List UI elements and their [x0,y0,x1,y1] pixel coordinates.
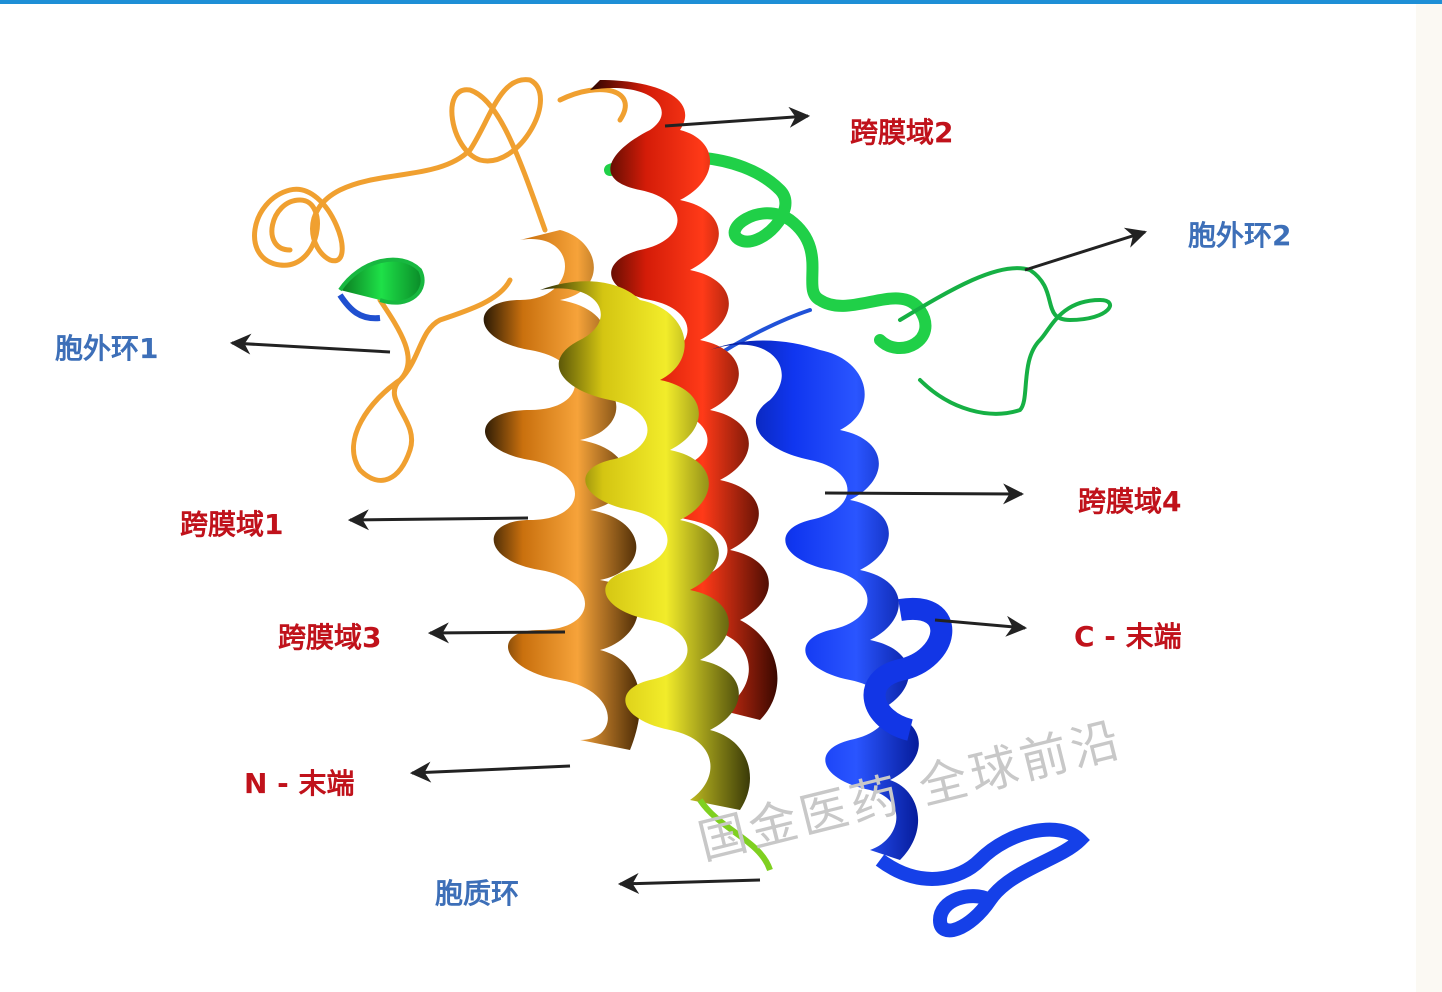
label-ecl2: 胞外环2 [1188,214,1291,254]
arrow-tm1 [350,518,528,520]
arrow-ecl2 [1025,232,1145,270]
label-nterm: N - 末端 [244,762,355,802]
arrow-tm4 [825,493,1022,494]
arrow-tm2 [665,116,808,126]
arrow-nterm [412,766,570,773]
label-tm4: 跨膜域4 [1078,480,1181,520]
arrow-icl [620,880,760,884]
label-tm1: 跨膜域1 [180,503,283,543]
label-tm3: 跨膜域3 [278,616,381,656]
label-cterm: C - 末端 [1074,615,1182,655]
loop1-green-segment [340,260,423,303]
label-icl: 胞质环 [435,872,519,912]
arrow-ecl1 [232,343,390,352]
label-ecl1: 胞外环1 [55,327,158,367]
arrow-tm3 [430,632,565,633]
label-tm2: 跨膜域2 [850,111,953,151]
